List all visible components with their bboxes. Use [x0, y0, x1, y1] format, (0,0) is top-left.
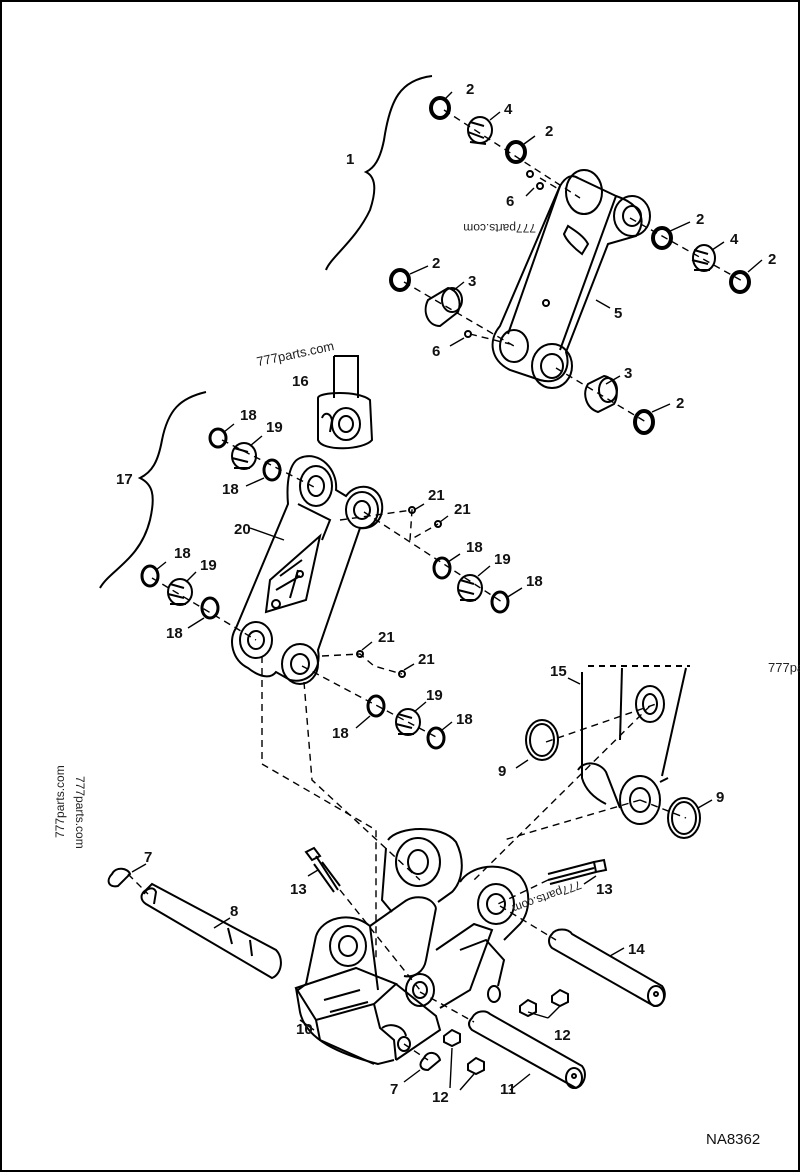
callout-5: 5 [614, 305, 622, 322]
link-20-body [231, 455, 384, 682]
group-17-middle-link [99, 355, 510, 750]
rod-16 [333, 355, 359, 398]
callout-2: 2 [545, 123, 553, 140]
callout-6: 6 [506, 193, 514, 210]
arm-15 [525, 665, 701, 839]
callout-2: 2 [432, 255, 440, 272]
callout-9: 9 [716, 789, 724, 806]
brace-1 [325, 75, 433, 271]
callout-12: 12 [554, 1027, 571, 1044]
bushing-3a [424, 286, 461, 328]
seal-2c [651, 226, 673, 250]
callout-7: 7 [390, 1081, 398, 1098]
callout-labels: 1 2 4 2 6 2 4 2 2 3 5 6 3 2 16 17 18 19 … [116, 81, 776, 1106]
callout-17: 17 [116, 471, 133, 488]
callout-2: 2 [768, 251, 776, 268]
seal-2f [633, 409, 655, 435]
callout-21: 21 [418, 651, 435, 668]
callout-9: 9 [498, 763, 506, 780]
callout-12: 12 [432, 1089, 449, 1106]
group-1-pointers [409, 91, 763, 413]
clip-7a [107, 867, 132, 888]
pin-8 [140, 882, 282, 980]
callout-2: 2 [466, 81, 474, 98]
group-1-upper-link [325, 75, 751, 435]
callout-3: 3 [468, 273, 476, 290]
seal-2a [429, 96, 451, 120]
bolt-13a [304, 846, 339, 891]
group-17-pointers [155, 423, 523, 731]
seal-2b [505, 140, 527, 164]
callout-19: 19 [494, 551, 511, 568]
clip-7b [419, 1052, 442, 1072]
callout-10: 10 [296, 1021, 313, 1038]
seal-9b [667, 797, 701, 839]
watermarks: 777parts.com 777parts.com 777pa 777parts… [53, 221, 800, 916]
seal-2e [389, 268, 411, 292]
callout-16: 16 [292, 373, 309, 390]
callout-19: 19 [266, 419, 283, 436]
callout-18: 18 [166, 625, 183, 642]
nut-12a [519, 998, 537, 1018]
callout-20: 20 [234, 521, 251, 538]
frame-pointers [131, 863, 625, 1091]
watermark-middle: 777parts.com [255, 338, 335, 369]
callout-11: 11 [500, 1081, 516, 1098]
callout-18: 18 [466, 539, 483, 556]
callout-18: 18 [240, 407, 257, 424]
watermark-right-edge: 777pa [768, 660, 800, 675]
callout-19: 19 [200, 557, 217, 574]
nut-12c [443, 1028, 461, 1048]
callout-19: 19 [426, 687, 443, 704]
callout-21: 21 [428, 487, 445, 504]
arm-15-pointers [515, 677, 713, 809]
bolt-13b [547, 858, 608, 881]
callout-21: 21 [378, 629, 395, 646]
callout-4: 4 [504, 101, 513, 118]
callout-6: 6 [432, 343, 440, 360]
callout-2: 2 [676, 395, 684, 412]
callout-7: 7 [144, 849, 152, 866]
callout-18: 18 [456, 711, 473, 728]
brace-17 [99, 391, 207, 589]
callout-15: 15 [550, 663, 567, 680]
seal-2d [729, 270, 751, 294]
arm-15-leaders [473, 703, 687, 881]
callout-13: 13 [596, 881, 613, 898]
callout-13: 13 [290, 881, 307, 898]
pin-11 [468, 1010, 586, 1090]
watermark-upside-down: 777parts.com [463, 221, 536, 235]
callout-18: 18 [222, 481, 239, 498]
watermark-vertical-a: 777parts.com [53, 765, 67, 838]
bushing-4b [692, 244, 716, 272]
callout-18: 18 [174, 545, 191, 562]
callout-3: 3 [624, 365, 632, 382]
frame-10 [294, 828, 530, 1066]
link-5-body [491, 175, 643, 383]
callout-21: 21 [454, 501, 471, 518]
pins [107, 846, 666, 1090]
figure-code: NA8362 [706, 1131, 760, 1148]
frame-leaders [127, 873, 557, 1061]
nut-12b [551, 988, 569, 1008]
group-1-leaders [403, 109, 745, 423]
callout-1: 1 [346, 151, 354, 168]
group-17-leaders [151, 439, 503, 960]
seal-9a [525, 719, 559, 761]
callout-14: 14 [628, 941, 645, 958]
callout-4: 4 [730, 231, 739, 248]
callout-18: 18 [332, 725, 349, 742]
watermark-lower: 777parts.com [510, 878, 583, 916]
callout-2: 2 [696, 211, 704, 228]
callout-8: 8 [230, 903, 238, 920]
watermark-vertical-b: 777parts.com [73, 776, 87, 849]
nut-12d [467, 1056, 485, 1076]
callout-18: 18 [526, 573, 543, 590]
